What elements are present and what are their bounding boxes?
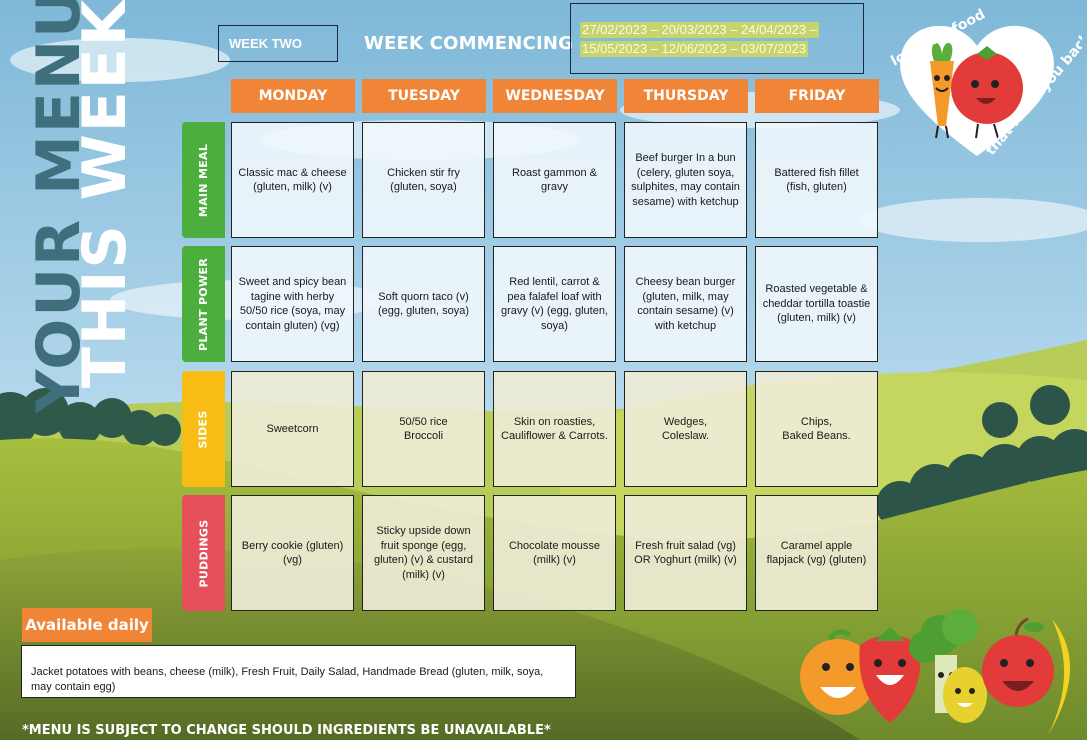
day-header-friday: FRIDAY	[755, 79, 879, 113]
row-label-sides: SIDES	[182, 371, 225, 487]
menu-cell: Roasted vegetable & cheddar tortilla toa…	[755, 246, 878, 362]
fruit-characters-illustration	[800, 609, 1071, 735]
banana-icon	[1048, 619, 1071, 735]
apple-icon	[982, 617, 1054, 707]
menu-cell: Chips, Baked Beans.	[755, 371, 878, 487]
menu-cell: Sweet and spicy bean tagine with herby 5…	[231, 246, 354, 362]
menu-cell: Classic mac & cheese (gluten, milk) (v)	[231, 122, 354, 238]
dates-line-1: 27/02/2023 – 20/03/2023 – 24/04/2023 –	[580, 22, 819, 38]
row-label-text: PUDDINGS	[197, 519, 210, 587]
menu-cell: Cheesy bean burger (gluten, milk, may co…	[624, 246, 747, 362]
row-label-plant-power: PLANT POWER	[182, 246, 225, 362]
available-daily-badge: Available daily	[22, 608, 152, 642]
week-label: WEEK TWO	[218, 25, 338, 62]
menu-cell: Wedges, Coleslaw.	[624, 371, 747, 487]
available-daily-text: Jacket potatoes with beans, cheese (milk…	[21, 645, 576, 698]
week-commencing-heading: WEEK COMMENCING	[364, 33, 574, 54]
menu-cell: Fresh fruit salad (vg) OR Yoghurt (milk)…	[624, 495, 747, 611]
menu-cell: Sticky upside down fruit sponge (egg, gl…	[362, 495, 485, 611]
row-label-puddings: PUDDINGS	[182, 495, 225, 611]
day-header-tuesday: TUESDAY	[362, 79, 486, 113]
menu-cell: Beef burger In a bun (celery, gluten soy…	[624, 122, 747, 238]
tomato-icon	[951, 46, 1023, 139]
carrot-icon	[930, 42, 954, 139]
strawberry-icon	[859, 627, 921, 723]
disclaimer: *MENU IS SUBJECT TO CHANGE SHOULD INGRED…	[22, 723, 551, 738]
row-label-text: SIDES	[197, 409, 210, 449]
day-header-thursday: THURSDAY	[624, 79, 748, 113]
love-the-food-logo: love the food that loves you back	[888, 6, 1082, 158]
title-this-week: THIS WEEK	[70, 0, 140, 388]
menu-cell: Sweetcorn	[231, 371, 354, 487]
day-header-wednesday: WEDNESDAY	[493, 79, 617, 113]
menu-cell: Battered fish fillet (fish, gluten)	[755, 122, 878, 238]
pear-icon	[943, 667, 987, 723]
dates-line-2: 15/05/2023 – 12/06/2023 – 03/07/2023	[580, 41, 809, 57]
menu-cell: Skin on roasties, Cauliflower & Carrots.	[493, 371, 616, 487]
menu-cell: Caramel apple flapjack (vg) (gluten)	[755, 495, 878, 611]
menu-cell: Chicken stir fry (gluten, soya)	[362, 122, 485, 238]
menu-cell: Chocolate mousse (milk) (v)	[493, 495, 616, 611]
dates-box: 27/02/2023 – 20/03/2023 – 24/04/2023 – 1…	[570, 3, 864, 74]
day-header-monday: MONDAY	[231, 79, 355, 113]
row-label-text: PLANT POWER	[197, 257, 210, 351]
menu-cell: 50/50 rice Broccoli	[362, 371, 485, 487]
menu-cell: Red lentil, carrot & pea falafel loaf wi…	[493, 246, 616, 362]
menu-cell: Roast gammon & gravy	[493, 122, 616, 238]
row-label-text: MAIN MEAL	[197, 143, 210, 217]
row-label-main-meal: MAIN MEAL	[182, 122, 225, 238]
orange-icon	[800, 629, 876, 715]
menu-cell: Soft quorn taco (v) (egg, gluten, soya)	[362, 246, 485, 362]
menu-cell: Berry cookie (gluten) (vg)	[231, 495, 354, 611]
